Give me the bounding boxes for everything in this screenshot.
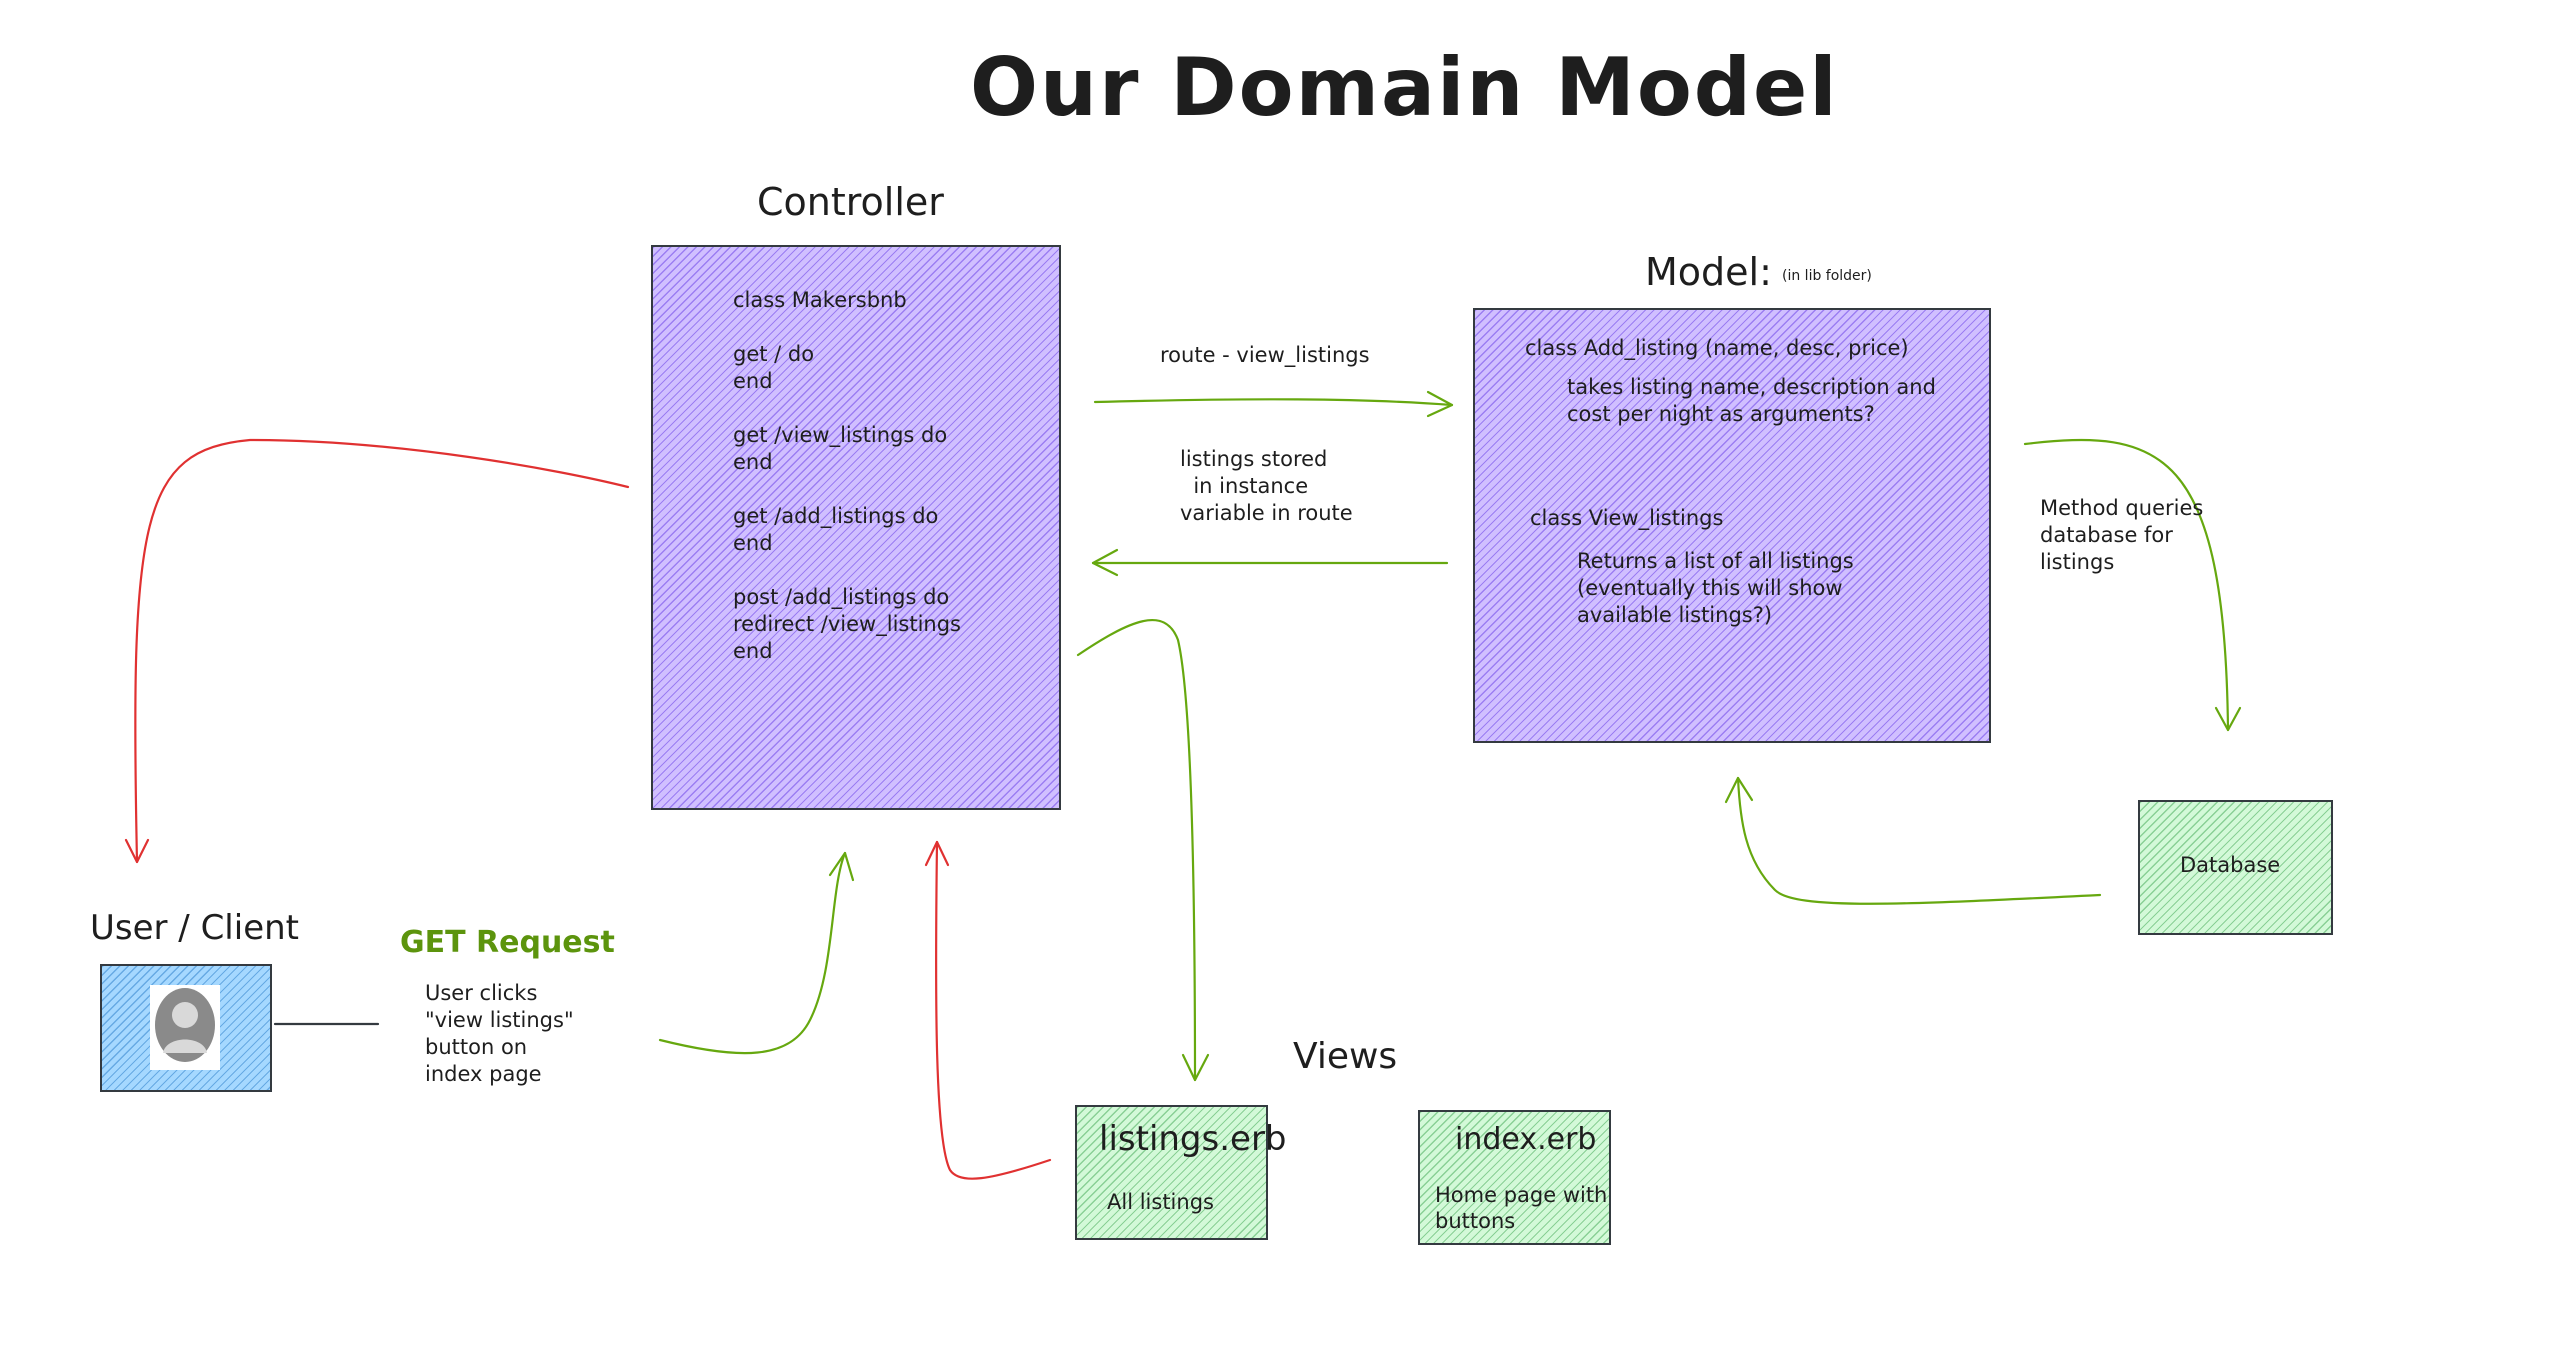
listings-erb-title: listings.erb — [1099, 1119, 1287, 1159]
listings-stored-label: listings stored in instance variable in … — [1180, 447, 1353, 525]
controller-code: class Makersbnb get / do end get /view_l… — [733, 288, 961, 663]
route-arrow — [1093, 398, 1454, 407]
view-listings-class: class View_listings — [1530, 506, 1724, 530]
route-label: route - view_listings — [1160, 343, 1370, 367]
model-heading: Model: — [1645, 250, 1772, 294]
listings-return-arrow — [1091, 561, 1449, 565]
user-heading: User / Client — [90, 908, 299, 948]
add-listing-description: takes listing name, description and cost… — [1567, 375, 1936, 426]
diagram-title: Our Domain Model — [970, 41, 1839, 134]
get-request-description: User clicks "view listings" button on in… — [425, 981, 574, 1086]
get-request-label: GET Request — [400, 925, 615, 960]
controller-to-user-arrow — [134, 438, 630, 864]
model-to-database-arrow — [2023, 438, 2230, 732]
database-to-model-arrow — [1736, 776, 2102, 905]
add-listing-class: class Add_listing (name, desc, price) — [1525, 336, 1909, 360]
index-erb-title: index.erb — [1455, 1122, 1597, 1157]
listings-erb-box: listings.erb All listings — [1075, 1105, 1287, 1240]
database-box: Database — [2138, 800, 2333, 935]
view-listings-description: Returns a list of all listings (eventual… — [1577, 549, 1854, 627]
views-heading: Views — [1293, 1036, 1398, 1077]
controller-box: class Makersbnb get / do end get /view_l… — [651, 245, 1061, 810]
model-subheading: (in lib folder) — [1782, 268, 1872, 284]
controller-to-views-arrow — [1076, 619, 1197, 1082]
index-erb-description: Home page with buttons — [1435, 1183, 1608, 1233]
model-box: class Add_listing (name, desc, price) ta… — [1473, 308, 1991, 743]
view-to-controller-arrow — [934, 840, 1052, 1180]
index-erb-box: index.erb Home page with buttons — [1418, 1110, 1611, 1245]
controller-heading: Controller — [757, 180, 944, 224]
listings-erb-description: All listings — [1107, 1190, 1214, 1214]
user-avatar-icon — [150, 985, 220, 1070]
get-request-arrow — [658, 851, 847, 1055]
database-label: Database — [2180, 853, 2281, 877]
method-queries-label: Method queries database for listings — [2040, 496, 2204, 574]
